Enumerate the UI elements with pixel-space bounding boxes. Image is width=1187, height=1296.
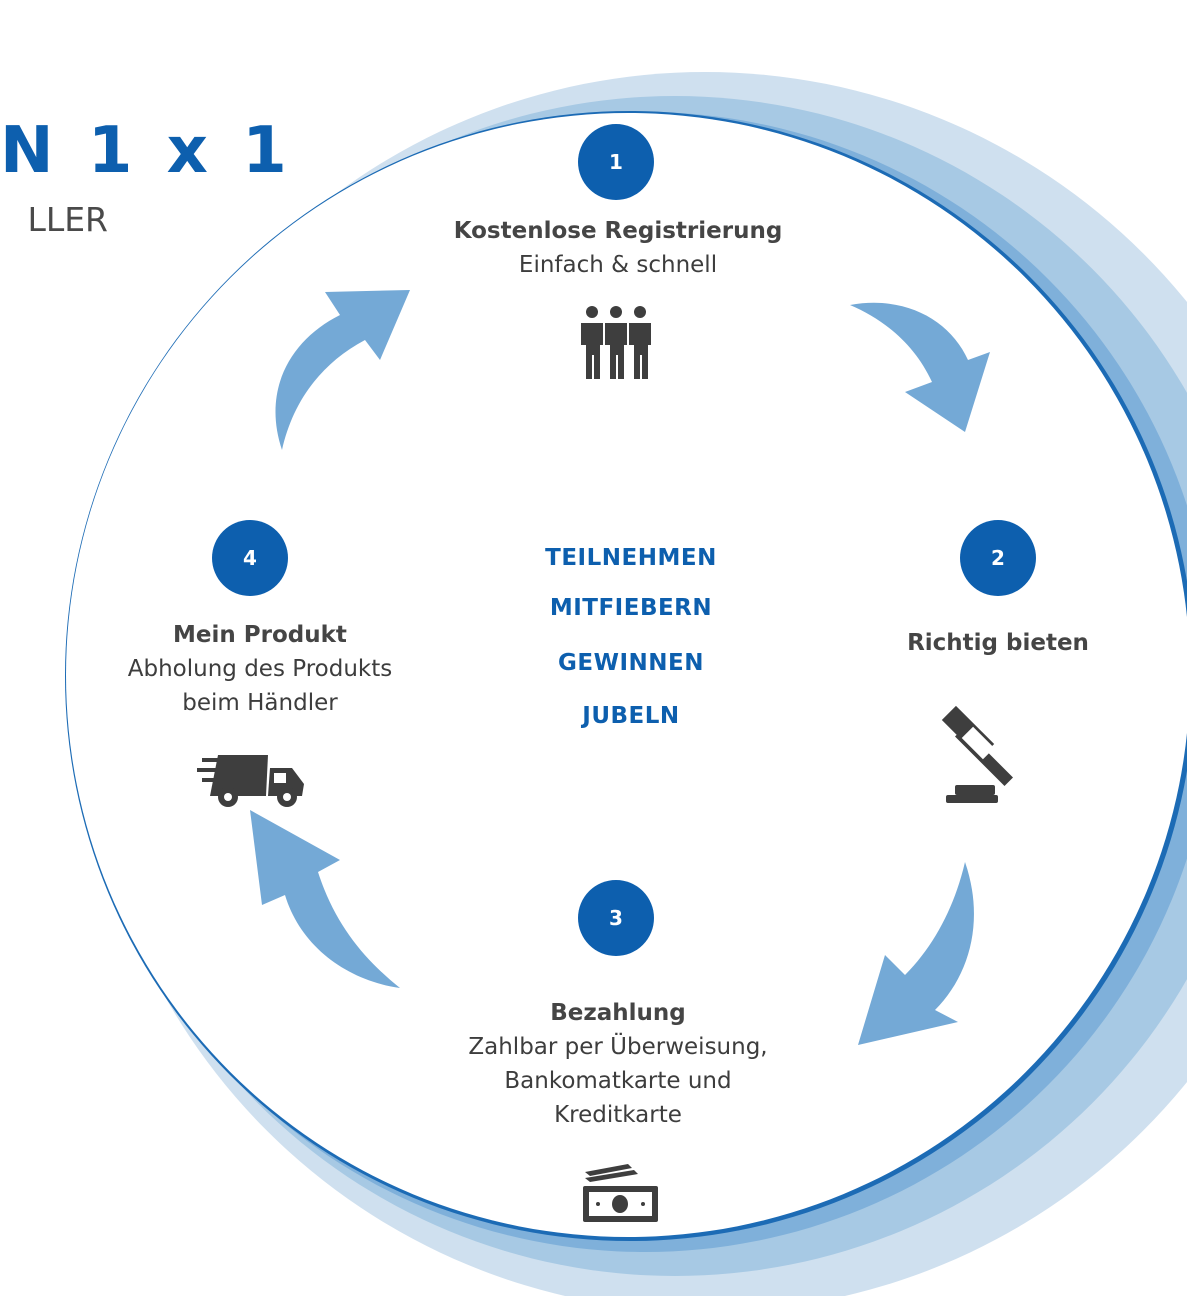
step-1-description-line-1: Einfach & schnell: [518, 252, 718, 278]
arrow-step1-to-step2: [850, 302, 990, 432]
arrow-step3-to-step4: [250, 810, 400, 988]
step-4-title: Mein Produkt: [173, 622, 347, 648]
page-subtitle: LLER: [27, 200, 108, 239]
people-group-icon: [581, 306, 651, 379]
step-3-title: Bezahlung: [550, 1000, 686, 1026]
center-word-jubeln: JUBELN: [582, 703, 680, 729]
step-1-text: Kostenlose Registrierung Einfach & schne…: [368, 214, 868, 282]
arrow-step4-to-step1: [275, 290, 410, 450]
step-4-badge: 4: [212, 520, 288, 596]
step-2-badge: 2: [960, 520, 1036, 596]
step-1-badge: 1: [578, 124, 654, 200]
money-icon: [583, 1164, 658, 1222]
step-2-text: Richtig bieten: [868, 626, 1128, 660]
center-word-teilnehmen: TEILNEHMEN: [545, 545, 717, 571]
step-3-description-line-3: Kreditkarte: [554, 1102, 682, 1128]
step-2-title: Richtig bieten: [907, 630, 1089, 656]
step-3-badge: 3: [578, 880, 654, 956]
center-word-gewinnen: GEWINNEN: [558, 650, 704, 676]
step-3-text: Bezahlung Zahlbar per Überweisung, Banko…: [418, 996, 818, 1132]
step-1-title: Kostenlose Registrierung: [453, 218, 783, 244]
step-4-text: Mein Produkt Abholung des Produkts beim …: [80, 618, 440, 720]
center-word-mitfiebern: MITFIEBERN: [549, 595, 713, 621]
delivery-truck-icon: [197, 755, 304, 807]
step-3-description-line-2: Bankomatkarte und: [504, 1068, 732, 1094]
gavel-icon: [941, 705, 1013, 803]
step-4-description-line-1: Abholung des Produkts: [127, 656, 393, 682]
step-4-description-line-2: beim Händler: [182, 690, 338, 716]
step-3-description-line-1: Zahlbar per Überweisung,: [468, 1034, 768, 1060]
arrow-step2-to-step3: [858, 862, 974, 1045]
page-title: N 1 x 1: [0, 114, 293, 188]
